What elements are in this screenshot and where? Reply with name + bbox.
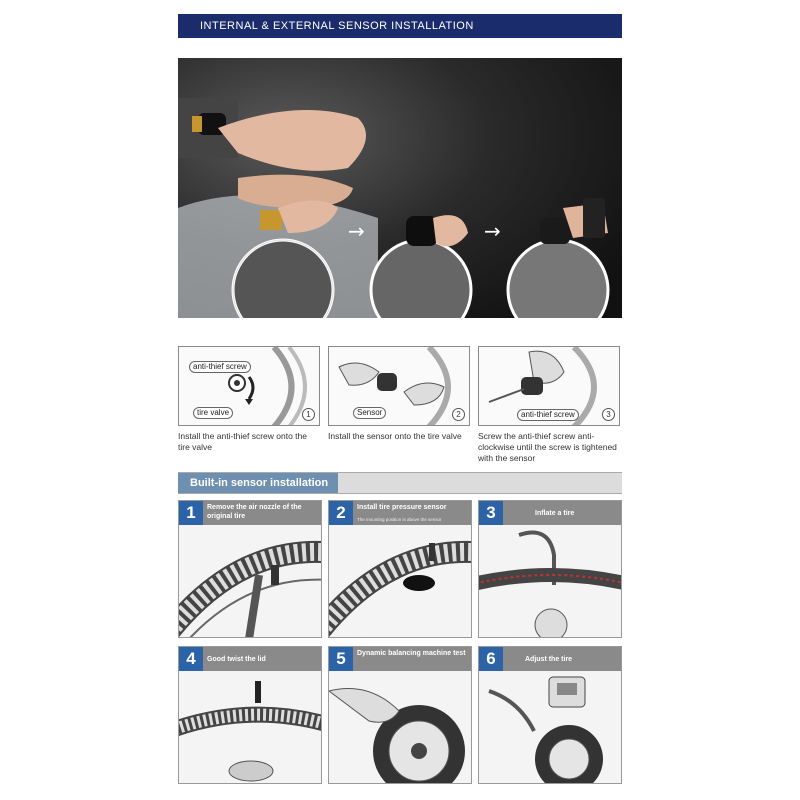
external-step-2: Sensor 2 Install the sensor onto the tir… [328, 346, 470, 442]
section-title-banner: INTERNAL & EXTERNAL SENSOR INSTALLATION [178, 14, 622, 38]
svg-text:→: → [484, 219, 501, 243]
builtin-step-3: 3 Inflate a tire [478, 500, 622, 638]
tire-illustration [329, 541, 471, 637]
external-step-1: anti-thief screw tire valve 1 Install th… [178, 346, 320, 453]
step-header: 3 Inflate a tire [479, 501, 621, 525]
step-number: 1 [302, 408, 315, 421]
sensor-tag: Sensor [353, 407, 387, 419]
external-step-caption: Screw the anti-thief screw anti-clockwis… [478, 431, 617, 463]
tire-illustration [179, 681, 321, 782]
builtin-steps-grid: 1 Remove the air nozzle of the original … [178, 500, 622, 784]
step-label: Inflate a tire [535, 510, 575, 517]
step-sublabel: The mounting position is above the senso… [357, 517, 442, 522]
installation-photo-illustration: → → [178, 58, 622, 318]
anti-thief-screw-tag: anti-thief screw [517, 409, 579, 421]
step-header: 4 Good twist the lid [179, 647, 321, 671]
anti-thief-screw-tag: anti-thief screw [189, 361, 251, 373]
external-step-3-illustration: anti-thief screw 3 [478, 346, 620, 426]
step-number-badge: 6 [479, 647, 503, 671]
step-number: 3 [602, 408, 615, 421]
builtin-step-4: 4 Good twist the lid [178, 646, 322, 784]
step-number-badge: 5 [329, 647, 353, 671]
step-number-badge: 4 [179, 647, 203, 671]
installation-photo: → → [178, 58, 622, 318]
builtin-step-2: 2 Install tire pressure sensor The mount… [328, 500, 472, 638]
builtin-step-6: 6 Adjust the tire [478, 646, 622, 784]
external-step-1-illustration: anti-thief screw tire valve 1 [178, 346, 320, 426]
external-step-caption: Install the sensor onto the tire valve [328, 431, 462, 441]
tire-illustration [329, 688, 465, 783]
step-header: 6 Adjust the tire [479, 647, 621, 671]
builtin-step-1: 1 Remove the air nozzle of the original … [178, 500, 322, 638]
external-step-2-illustration: Sensor 2 [328, 346, 470, 426]
banner-title: INTERNAL & EXTERNAL SENSOR INSTALLATION [200, 20, 474, 32]
step-label: Good twist the lid [207, 656, 266, 663]
external-sensor-steps: anti-thief screw tire valve 1 Install th… [178, 346, 622, 464]
tire-illustration [179, 541, 321, 637]
tire-illustration [479, 530, 621, 637]
external-step-caption: Install the anti-thief screw onto the ti… [178, 431, 307, 452]
step-header: 1 Remove the air nozzle of the original … [179, 501, 321, 525]
builtin-section-header: Built-in sensor installation [178, 472, 622, 494]
step-label: Adjust the tire [525, 656, 573, 663]
step-number-badge: 1 [179, 501, 203, 525]
external-step-3: anti-thief screw 3 Screw the anti-thief … [478, 346, 620, 464]
svg-text:→: → [348, 219, 365, 243]
step-header: 2 Install tire pressure sensor The mount… [329, 501, 471, 525]
step-label: Install tire pressure sensor [357, 504, 447, 511]
step-label: Remove the air nozzle of the original ti… [207, 504, 302, 520]
step-header: 5 Dynamic balancing machine test [329, 647, 471, 671]
tire-illustration [488, 676, 603, 783]
step-number-badge: 3 [479, 501, 503, 525]
builtin-step-5: 5 Dynamic balancing machine test [328, 646, 472, 784]
step-label: Dynamic balancing machine test [357, 650, 466, 657]
builtin-section-title: Built-in sensor installation [178, 473, 339, 493]
step-number-badge: 2 [329, 501, 353, 525]
step-number: 2 [452, 408, 465, 421]
tire-valve-tag: tire valve [193, 407, 234, 419]
